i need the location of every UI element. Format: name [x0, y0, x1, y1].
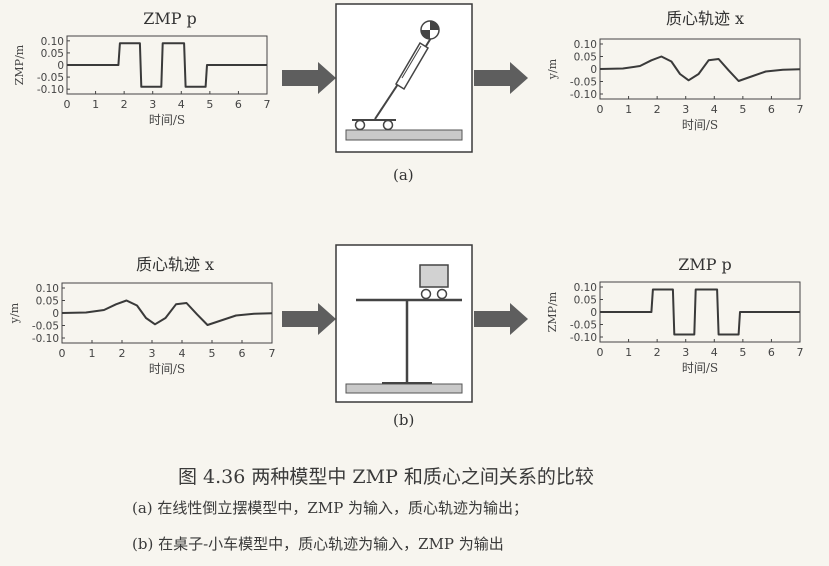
x-tick-label: 6 [768, 103, 775, 116]
y-tick-label: -0.10 [37, 84, 64, 96]
x-axis-label: 时间/S [682, 118, 718, 132]
plot-frame [61, 282, 273, 344]
x-axis-label: 时间/S [682, 361, 718, 375]
arrow-b-right [474, 303, 528, 335]
x-tick-label: 1 [92, 98, 99, 111]
chart-title: ZMP p [678, 255, 732, 274]
y-tick-label: 0.10 [41, 36, 64, 48]
y-tick-label: 0 [590, 64, 597, 76]
figure-caption-b: (b) 在桌子-小车模型中，质心轨迹为输入，ZMP 为输出 [132, 535, 504, 553]
inverted-pendulum-diagram [335, 3, 473, 153]
y-axis-label: y/m [546, 58, 559, 80]
x-axis-label: 时间/S [149, 113, 185, 127]
series-line [599, 55, 801, 82]
y-tick-label: -0.10 [32, 333, 59, 345]
y-tick-label: -0.05 [570, 320, 597, 332]
x-axis-label: 时间/S [149, 362, 185, 376]
y-axis-label: ZMP/m [546, 291, 559, 332]
y-tick-label: 0.10 [36, 283, 59, 295]
cart-wheel-right [436, 288, 448, 300]
y-tick-label: 0.10 [574, 39, 597, 51]
y-axis-label: y/m [8, 302, 21, 324]
series-line [61, 299, 273, 326]
plot-frame [599, 38, 801, 100]
x-tick-label: 3 [149, 347, 156, 360]
y-tick-label: -0.10 [570, 89, 597, 101]
arrow-b-left [282, 303, 336, 335]
x-tick-label: 4 [711, 103, 718, 116]
cart-wheel-right [382, 119, 394, 131]
subfigure-label-a: (a) [393, 166, 414, 184]
y-tick-label: 0.05 [574, 295, 597, 307]
cart-body [419, 264, 449, 288]
chart-title: ZMP p [143, 9, 197, 28]
x-tick-label: 4 [179, 347, 186, 360]
y-tick-label: 0 [590, 307, 597, 319]
table-cart-diagram [335, 244, 473, 403]
x-tick-label: 2 [654, 346, 661, 359]
x-tick-label: 4 [178, 98, 185, 111]
y-tick-label: 0.05 [41, 48, 64, 60]
x-tick-label: 6 [768, 346, 775, 359]
x-tick-label: 6 [239, 347, 246, 360]
x-tick-label: 2 [121, 98, 128, 111]
x-tick-label: 3 [682, 103, 689, 116]
y-tick-label: 0.05 [36, 296, 59, 308]
chart-title: 质心轨迹 x [136, 255, 214, 274]
x-tick-label: 3 [149, 98, 156, 111]
series-line [67, 42, 267, 88]
series-line [600, 288, 800, 336]
x-tick-label: 6 [235, 98, 242, 111]
y-tick-label: -0.10 [570, 332, 597, 344]
cart-wheel-left [420, 288, 432, 300]
x-tick-label: 1 [89, 347, 96, 360]
x-tick-label: 7 [797, 103, 804, 116]
x-tick-label: 2 [654, 103, 661, 116]
y-tick-label: 0 [57, 60, 64, 72]
x-tick-label: 2 [119, 347, 126, 360]
figure-caption-a: (a) 在线性倒立摆模型中，ZMP 为输入，质心轨迹为输出； [132, 499, 529, 517]
y-tick-label: -0.05 [37, 72, 64, 84]
subfigure-label-b: (b) [393, 411, 415, 429]
x-tick-label: 1 [625, 346, 632, 359]
x-tick-label: 1 [625, 103, 632, 116]
arrow-a-left [282, 62, 336, 94]
arrow-a-right [474, 62, 528, 94]
y-tick-label: 0 [52, 308, 59, 320]
x-tick-label: 7 [269, 347, 276, 360]
x-tick-label: 5 [739, 103, 746, 116]
y-tick-label: -0.05 [570, 77, 597, 89]
floor [345, 383, 463, 394]
x-tick-label: 5 [206, 98, 213, 111]
x-tick-label: 0 [597, 346, 604, 359]
y-tick-label: 0.10 [574, 282, 597, 294]
floor [345, 129, 463, 141]
figure-caption-title: 图 4.36 两种模型中 ZMP 和质心之间关系的比较 [178, 466, 594, 488]
x-tick-label: 4 [711, 346, 718, 359]
y-tick-label: -0.05 [32, 321, 59, 333]
x-tick-label: 5 [739, 346, 746, 359]
x-tick-label: 5 [209, 347, 216, 360]
cart-wheel-left [354, 119, 366, 131]
x-tick-label: 0 [59, 347, 66, 360]
y-tick-label: 0.05 [574, 52, 597, 64]
x-tick-label: 0 [64, 98, 71, 111]
x-tick-label: 7 [264, 98, 271, 111]
chart-title: 质心轨迹 x [666, 9, 744, 28]
x-tick-label: 3 [682, 346, 689, 359]
y-axis-label: ZMP/m [13, 44, 26, 85]
x-tick-label: 7 [797, 346, 804, 359]
x-tick-label: 0 [597, 103, 604, 116]
